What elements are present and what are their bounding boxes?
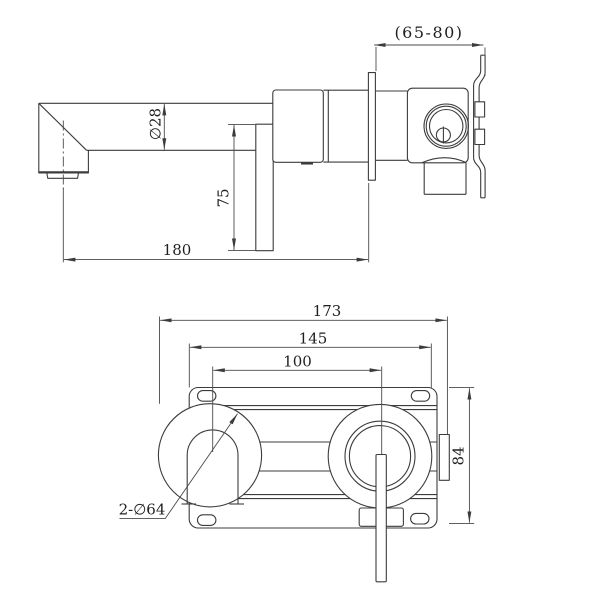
inwall-valve-housing	[406, 87, 469, 195]
dim-overall-width-label: 173	[313, 302, 342, 320]
spout-escutcheon	[157, 403, 263, 508]
front-view: 173 145 100 84 2-∅64	[119, 302, 475, 583]
slot-bottom-right	[410, 512, 430, 525]
valve-body	[272, 89, 369, 165]
inlet-port-outer	[423, 103, 469, 149]
dim-wall-depth-label: (65-80)	[394, 23, 463, 42]
hole-callout-leader	[119, 413, 238, 520]
escutcheon-plate-side	[367, 72, 376, 181]
dim-spout-reach-label: 180	[163, 241, 192, 259]
dim-hole-callout-label: 2-∅64	[119, 501, 166, 519]
front-view-dimensions: 173 145 100 84 2-∅64	[119, 302, 475, 524]
spout	[38, 102, 273, 189]
slot-top-right	[410, 390, 431, 402]
bracket-clip-bottom	[474, 128, 486, 146]
wall-bracket	[473, 54, 486, 199]
dim-plate-height-label: 84	[450, 446, 468, 465]
slot-top-left	[196, 390, 217, 402]
outlet-pipe	[421, 157, 467, 195]
fixing-slots	[196, 390, 431, 526]
bracket-clip-top	[474, 101, 486, 118]
side-view-dimensions: (65-80) ∅28 75 180	[62, 23, 486, 263]
slot-bottom-left	[196, 514, 217, 526]
handle-lever-front	[375, 453, 387, 583]
dim-handle-drop-label: 75	[215, 188, 233, 207]
dim-spout-diameter-label: ∅28	[147, 108, 165, 140]
side-view: (65-80) ∅28 75 180	[38, 23, 486, 263]
aerator	[46, 172, 80, 179]
dim-body-width-label: 145	[299, 330, 328, 348]
side-outlet-stub	[438, 433, 450, 481]
handle-lever-side	[255, 123, 274, 252]
dim-center-distance-label: 100	[283, 353, 312, 371]
